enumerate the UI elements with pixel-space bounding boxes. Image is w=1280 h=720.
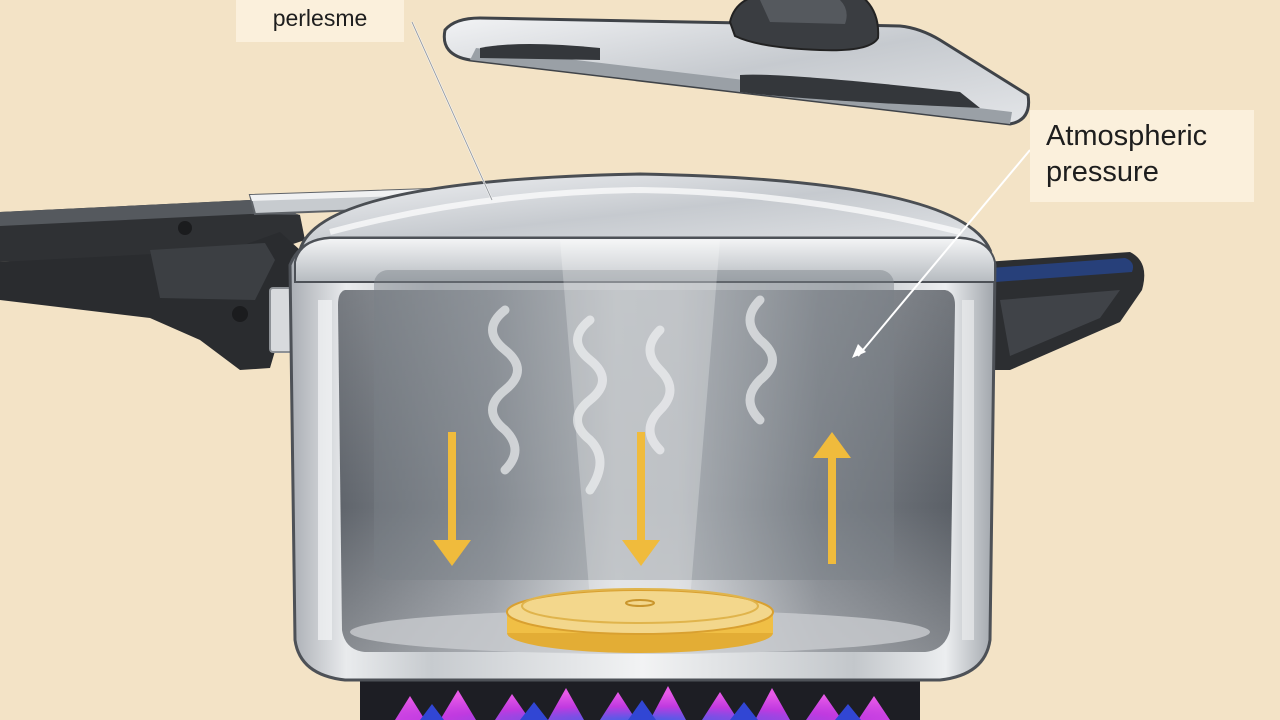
cooker-handle-right-icon [985, 252, 1145, 370]
burner-flame-icon [360, 676, 920, 720]
label-top: perlesme [236, 0, 404, 42]
leader-line-right-icon [852, 149, 1031, 358]
label-top-text: perlesme [272, 5, 368, 31]
cooker-handle-left-icon [0, 200, 305, 370]
pressure-arrow-up-right-icon [813, 432, 851, 564]
cooker-top-lid-icon [298, 172, 993, 252]
light-beam-icon [560, 240, 720, 600]
label-right-line2: pressure [1046, 156, 1159, 188]
pressure-arrow-down-left-icon [433, 432, 471, 566]
floating-lid-icon [442, 0, 1031, 126]
leader-line-top-icon [411, 21, 493, 201]
label-atmospheric-pressure: Atmospheric pressure [1030, 110, 1254, 202]
heat-disc-icon [506, 588, 774, 653]
pressure-arrow-down-center-icon [622, 432, 660, 566]
steam-icon [488, 295, 777, 495]
label-right-line1: Atmospheric [1046, 120, 1208, 152]
